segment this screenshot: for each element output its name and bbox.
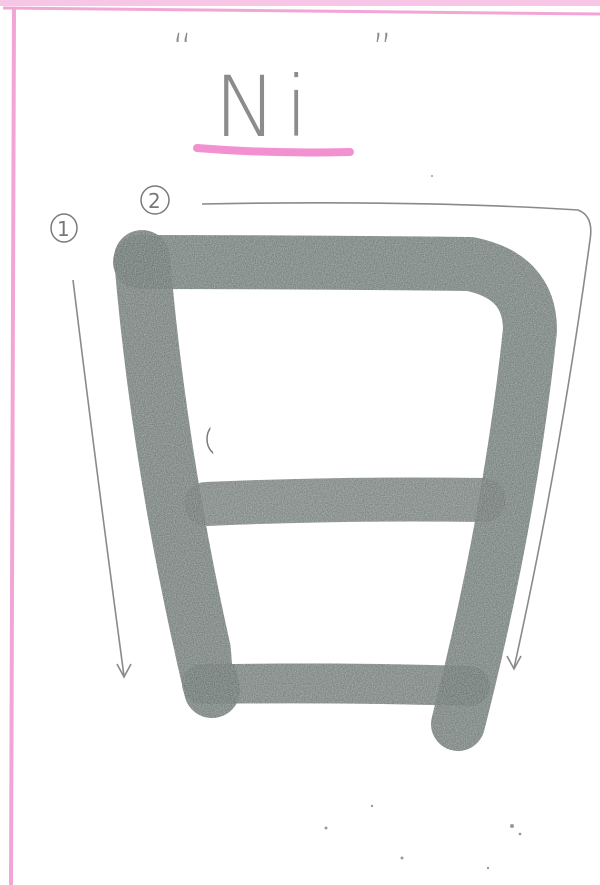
- stroke-guide-1: 1: [51, 214, 124, 676]
- step-number-1: 1: [57, 217, 70, 241]
- title-open-quote: “: [172, 26, 193, 72]
- step-number-2: 2: [148, 189, 161, 213]
- down-arrow-icon: [73, 280, 124, 676]
- character-stroke-4: [202, 683, 470, 686]
- title-label: Ni: [214, 58, 316, 156]
- title-close-quote: ”: [372, 26, 393, 72]
- character-title: “ Ni ”: [172, 26, 393, 156]
- character-stroke-3: [206, 500, 484, 505]
- title-underline: [197, 148, 350, 153]
